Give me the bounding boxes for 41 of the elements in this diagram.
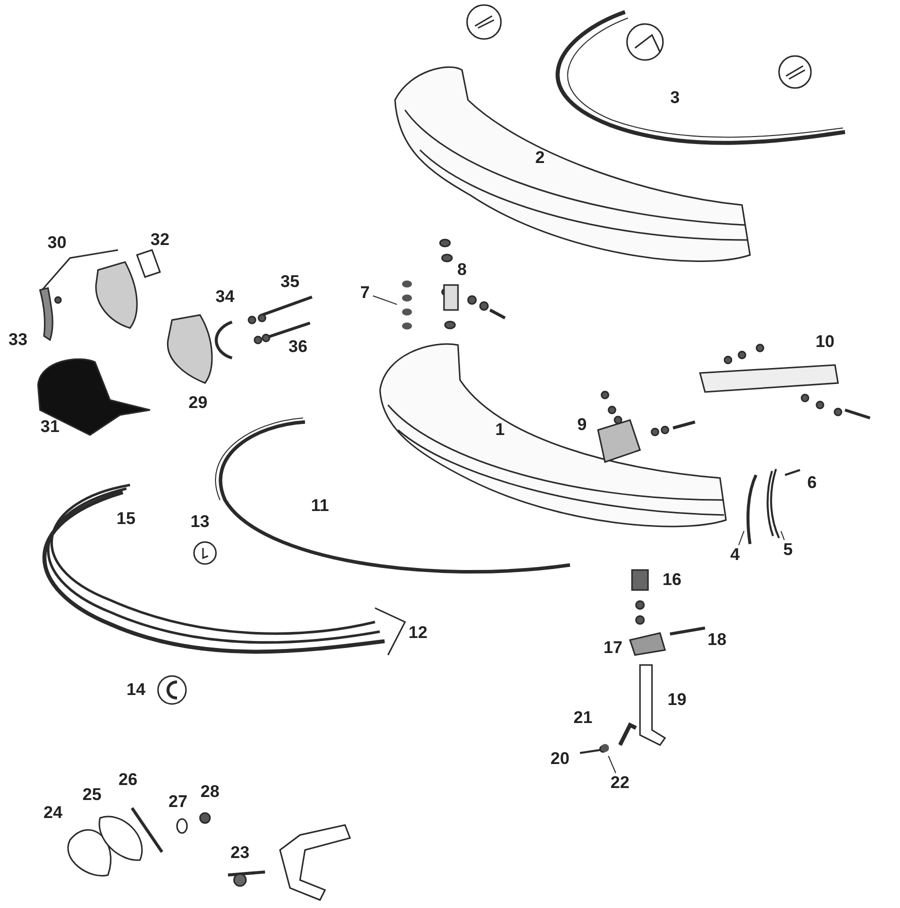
callout-number: 31 [40,417,60,437]
callout-number: 10 [816,332,834,352]
callout-number: 28 [200,782,220,802]
callout-number: 1 [495,420,505,440]
leader-line [738,530,744,546]
callout-number: 35 [280,272,300,292]
callout-number: 22 [609,773,631,793]
callout-number: 6 [807,473,817,493]
callout-number: 32 [150,230,170,250]
callout-number: 16 [662,570,682,590]
callout-number: 4 [727,545,743,565]
callout-number: 27 [168,792,188,812]
callout-number: 26 [118,770,138,790]
callout-number: 8 [457,260,467,280]
callout-number: 5 [780,540,796,560]
part-drawing [744,472,760,547]
callout-number: 7 [357,283,373,303]
callout-number: 20 [550,749,570,769]
callout-number: 23 [230,843,250,863]
callout-number: 34 [216,287,234,307]
callout-number: 29 [188,393,208,413]
callout-number: 33 [8,330,28,350]
callout-number: 30 [48,233,66,253]
callout-number: 9 [577,415,587,435]
callout-number: 15 [116,509,136,529]
leader-line [780,530,785,540]
callout-number: 21 [574,708,592,728]
callout-number: 25 [82,785,102,805]
leader-line [608,756,616,774]
callout-number: 3 [670,88,680,108]
callout-number: 14 [126,680,146,700]
callout-number: 12 [408,623,428,643]
callout-number: 17 [604,638,622,658]
callout-number: 2 [535,148,545,168]
leader-line [372,295,398,305]
callout-number: 36 [288,337,308,357]
callout-number: 13 [190,512,210,532]
callout-number: 18 [708,630,726,650]
callout-number: 19 [668,690,686,710]
callout-number: 24 [44,803,62,823]
callout-number: 11 [311,496,329,516]
